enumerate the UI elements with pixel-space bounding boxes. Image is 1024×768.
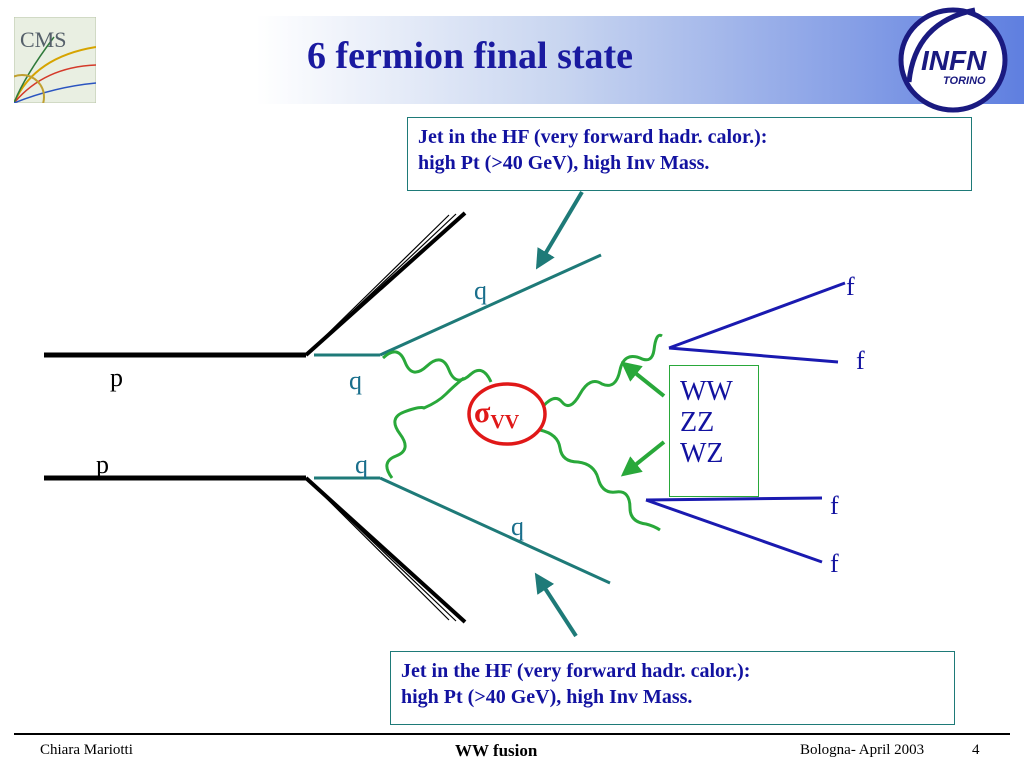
- cms-logo-text: CMS: [20, 27, 66, 52]
- footer-page-number: 4: [972, 742, 980, 758]
- boson-pairs-box: WW ZZ WZ: [669, 365, 759, 497]
- boson-propagator-bottom-in: [385, 376, 465, 479]
- cms-logo: CMS: [14, 17, 96, 103]
- jet-top-line: [379, 253, 602, 357]
- infn-logo: INFN TORINO: [898, 7, 1008, 113]
- footer-author: Chiara Mariotti: [40, 742, 133, 758]
- label-fermion-2: f: [856, 346, 865, 375]
- callout-top-line1: Jet in the HF (very forward hadr. calor.…: [418, 126, 768, 148]
- callout-arrow-top: [535, 190, 584, 270]
- label-proton-top: p: [110, 363, 123, 392]
- sigma-vv-label: σVV: [474, 398, 519, 437]
- header-band: [0, 16, 1024, 104]
- label-fermion-4: f: [830, 549, 839, 578]
- label-quark-in-bottom: q: [355, 450, 368, 479]
- fermion-line-1: [668, 281, 846, 350]
- callout-bottom-line1: Jet in the HF (very forward hadr. calor.…: [401, 660, 751, 682]
- label-quark-out-top: q: [474, 276, 487, 305]
- callout-top: Jet in the HF (very forward hadr. calor.…: [407, 117, 972, 191]
- boson-pair-zz: ZZ: [680, 407, 715, 438]
- boson-pair-ww: WW: [680, 376, 733, 407]
- boson-out-bottom: [539, 428, 661, 532]
- callout-top-line2: high Pt (>40 GeV), high Inv Mass.: [418, 152, 710, 174]
- sigma-symbol: σ: [474, 396, 491, 429]
- proton-remnant-bottom: [304, 476, 467, 624]
- boson-pair-wz: WZ: [680, 438, 724, 469]
- jet-bottom-line: [379, 476, 611, 585]
- callout-bottom-line2: high Pt (>40 GeV), high Inv Mass.: [401, 686, 693, 708]
- callout-bottom: Jet in the HF (very forward hadr. calor.…: [390, 651, 955, 725]
- boson-arrow-bottom: [620, 440, 666, 477]
- label-fermion-1: f: [846, 272, 855, 301]
- footer-topic: WW fusion: [455, 741, 538, 760]
- slide-title: 6 fermion final state: [306, 35, 634, 77]
- callout-arrow-bottom: [534, 572, 578, 638]
- label-quark-out-bottom: q: [511, 512, 524, 541]
- infn-logo-subtext: TORINO: [943, 75, 986, 87]
- fermion-line-3: [645, 496, 823, 502]
- label-quark-in-top: q: [349, 366, 362, 395]
- label-proton-bottom: p: [96, 450, 109, 479]
- footer-rule: [14, 733, 1010, 735]
- sigma-vv-circle: [467, 382, 547, 446]
- sigma-subscript: VV: [490, 411, 520, 433]
- fermion-line-2: [668, 346, 839, 364]
- boson-propagator-top-in: [381, 350, 493, 383]
- infn-logo-text: INFN: [921, 45, 987, 76]
- label-fermion-3: f: [830, 491, 839, 520]
- boson-out-top: [538, 333, 663, 411]
- fermion-line-4: [645, 498, 823, 564]
- boson-arrow-top: [620, 361, 666, 398]
- footer-venue: Bologna- April 2003: [800, 742, 925, 758]
- proton-remnant-top: [304, 211, 467, 357]
